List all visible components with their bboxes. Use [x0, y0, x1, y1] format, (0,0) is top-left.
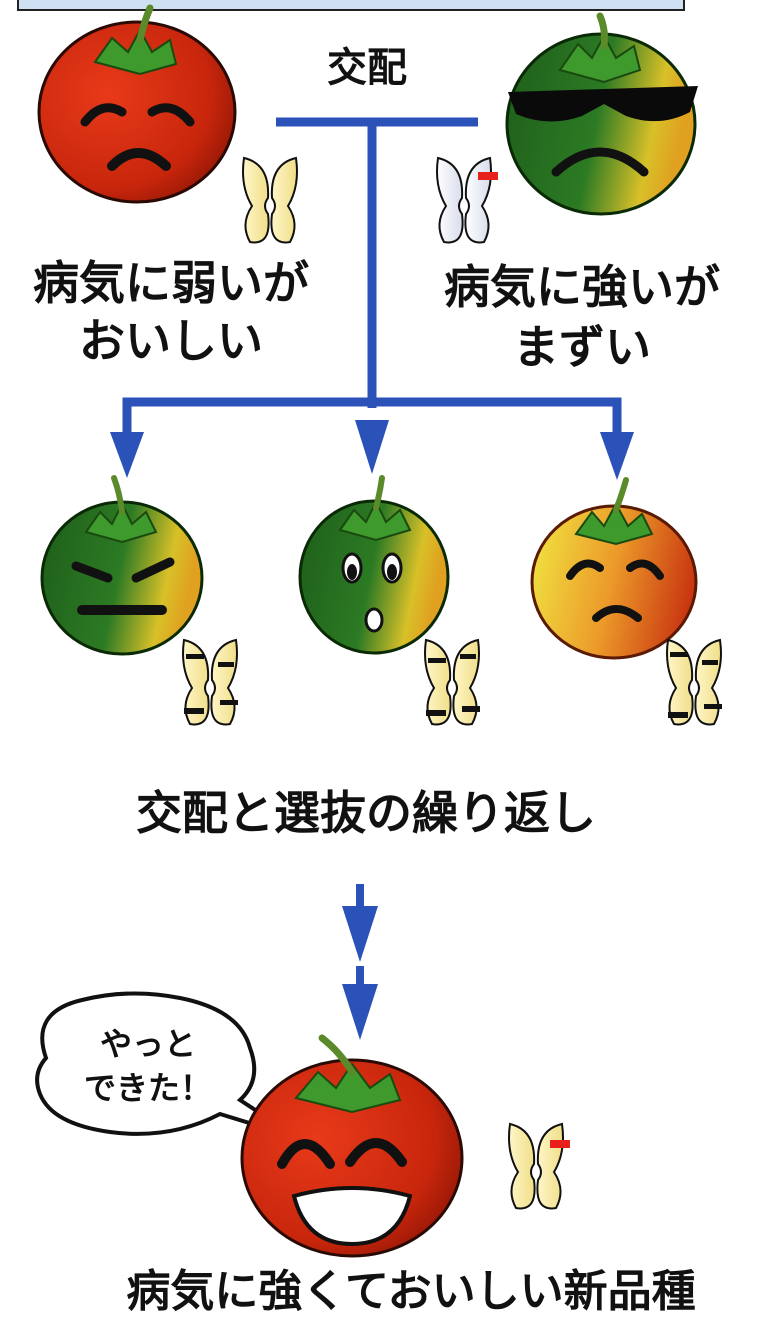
tomato-icon	[40, 475, 204, 656]
arrow-down-icon	[342, 984, 378, 1040]
parent-2-label-line2: まずい	[513, 320, 651, 374]
speech-bubble-line1: やっと	[99, 1025, 197, 1063]
arrow-down-icon	[342, 906, 378, 962]
cross-label: 交配	[327, 45, 407, 91]
arrow-down-icon	[110, 432, 144, 478]
chromosome-icon	[508, 1122, 570, 1210]
speech-bubble-icon	[35, 991, 300, 1140]
chromosome-icon	[424, 638, 480, 726]
arrow-down-icon	[600, 432, 634, 480]
repeat-arrows	[342, 884, 378, 1040]
title-frame	[17, 0, 685, 11]
chromosome-icon	[436, 156, 498, 244]
tomato-icon	[298, 475, 450, 655]
tomato-icon	[530, 477, 698, 660]
speech-bubble-line2: できた！	[83, 1069, 213, 1107]
tomato-icon	[240, 1034, 464, 1258]
parent-1-label-line2: おいしい	[79, 314, 263, 368]
chromosome-icon	[666, 638, 722, 726]
repeat-label: 交配と選抜の繰り返し	[136, 786, 596, 840]
cross-connector	[122, 117, 622, 440]
parent-2-label-line1: 病気に強いが	[444, 260, 720, 314]
chromosome-icon	[182, 638, 238, 726]
parent-1-label-line1: 病気に弱いが	[33, 256, 309, 310]
tomato-icon	[505, 12, 698, 216]
sunglasses-icon	[508, 86, 698, 122]
chromosome-icon	[242, 156, 298, 244]
tomato-icon	[37, 4, 237, 204]
arrow-down-icon	[355, 420, 389, 474]
result-label: 病気に強くておいしい新品種	[126, 1266, 696, 1317]
